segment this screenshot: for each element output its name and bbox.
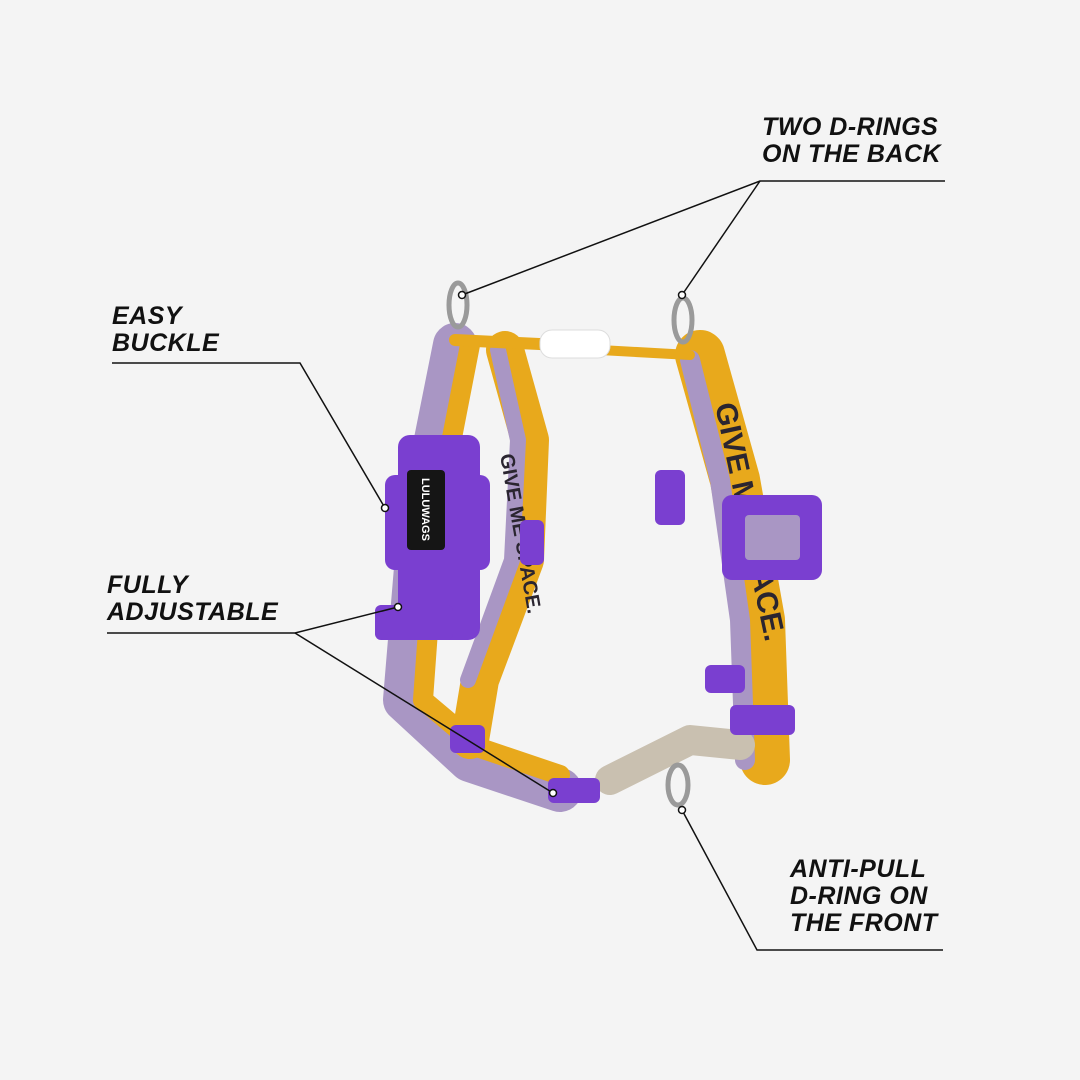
callout-text: TWO D-RINGS	[762, 113, 939, 141]
keeper-right-lower	[705, 665, 745, 693]
callout-text: D-RING ON	[790, 882, 928, 910]
callout-line-adjustable-b	[294, 632, 554, 794]
callout-text: ADJUSTABLE	[107, 598, 279, 626]
d-ring-right	[671, 295, 695, 345]
callout-adjustable: FULLY ADJUSTABLE	[107, 572, 278, 626]
callout-text: EASY	[112, 302, 183, 330]
d-ring-left	[446, 280, 470, 330]
keeper-left-lower	[450, 725, 485, 753]
buckle-brand: LULUWAGS	[419, 478, 431, 541]
callout-text: ON THE BACK	[762, 140, 942, 168]
center-slider	[539, 329, 611, 359]
callout-text: BUCKLE	[112, 329, 220, 357]
callout-buckle: EASY BUCKLE	[112, 303, 219, 357]
callout-line-d-rings-right	[681, 180, 761, 296]
callout-line-front-ring	[681, 809, 943, 951]
callout-line-d-rings-left	[461, 180, 945, 296]
keeper-left	[520, 520, 544, 565]
callout-text: THE FRONT	[790, 909, 938, 937]
callout-line-buckle	[112, 362, 386, 509]
callout-lines	[107, 180, 945, 951]
adjuster-front	[548, 778, 600, 803]
buckle: LULUWAGS	[375, 435, 490, 640]
callout-d-rings: TWO D-RINGS ON THE BACK	[762, 114, 941, 168]
d-ring-front	[665, 762, 691, 808]
adjuster-right-lower	[730, 705, 795, 735]
keeper-right	[655, 470, 685, 525]
callout-text: FULLY	[107, 571, 189, 599]
callout-text: ANTI-PULL	[790, 855, 927, 883]
callout-dots	[380, 290, 687, 815]
callout-front-ring: ANTI-PULL D-RING ON THE FRONT	[790, 856, 938, 937]
